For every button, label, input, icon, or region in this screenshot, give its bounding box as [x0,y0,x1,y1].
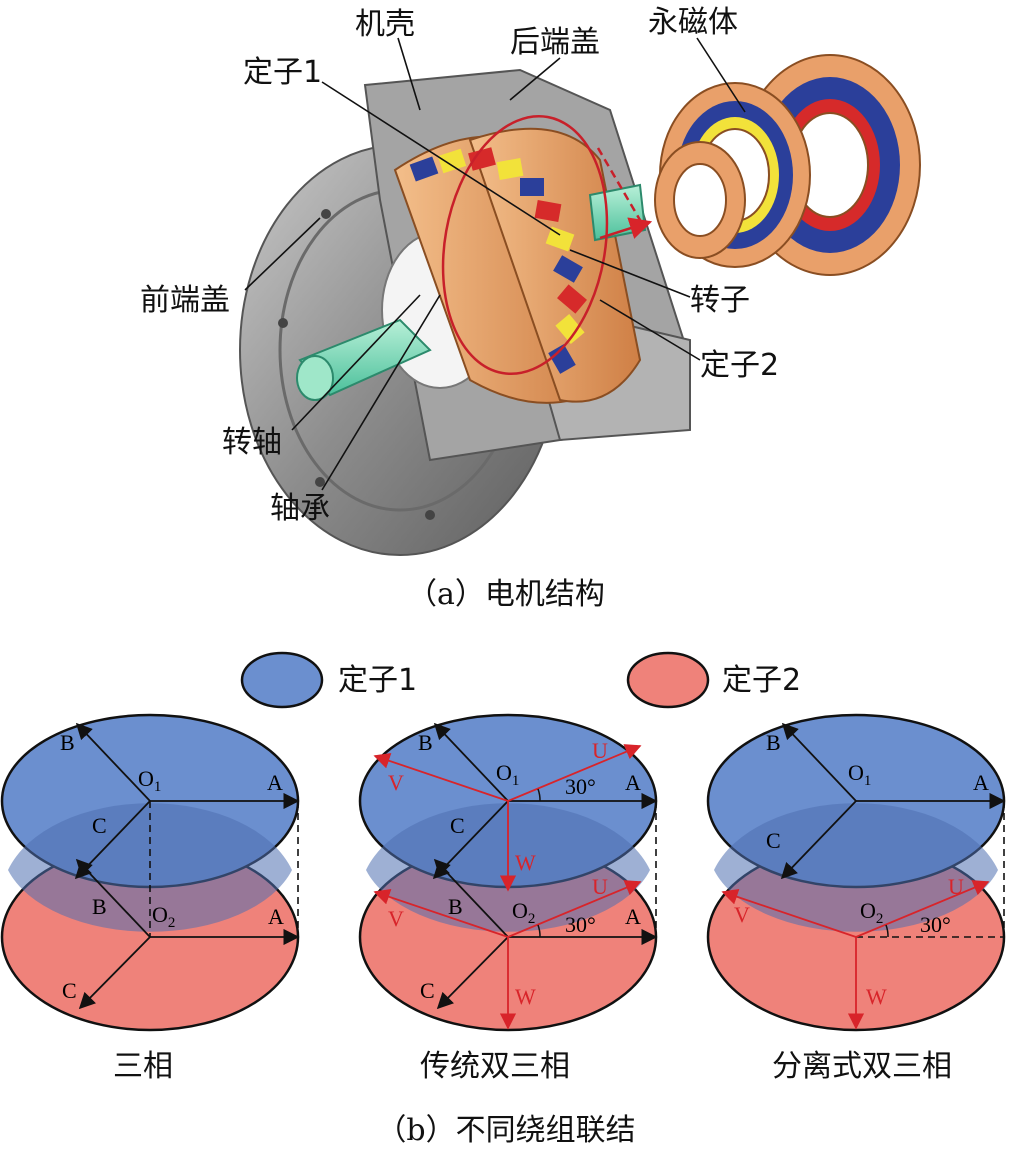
label-rotor: 转子 [690,283,750,318]
motor-illustration [239,54,921,556]
legend-label-stator1: 定子1 [338,663,417,698]
label-housing: 机壳 [355,7,415,42]
vec-label-u1: U [592,738,608,763]
vec-label-b1: B [766,730,781,755]
panel-title-separated-dual: 分离式双三相 [772,1049,952,1084]
vec-label-b1: B [418,730,433,755]
label-front-cover: 前端盖 [140,283,230,318]
legend-swatch-stator1 [240,651,324,709]
legend-swatch-stator2 [626,651,710,709]
panel-traditional-dual: A B C U V W O1 30° A B C U V W O2 30° [358,713,658,1032]
label-shaft: 转轴 [222,425,282,460]
vec-label-o1: O1 [848,760,871,789]
angle-label-2: 30° [920,912,951,937]
vec-label-a2: A [268,904,284,929]
panel-title-traditional-dual: 传统双三相 [420,1049,570,1084]
panel-separated-dual: A B C O1 U V W O2 30° [706,713,1006,1032]
vec-label-c2: C [62,978,77,1003]
vec-label-a1: A [973,770,989,795]
vec-label-o2: O2 [860,898,883,927]
label-magnet: 永磁体 [648,5,738,40]
vec-label-w2: W [866,984,887,1009]
vec-label-a1: A [625,770,641,795]
vec-label-b2: B [92,894,107,919]
magnet-rings [654,54,921,276]
label-bearing: 轴承 [270,491,330,526]
vec-label-a2: A [625,904,641,929]
vec-label-v1: V [388,770,404,795]
panel-title-three-phase: 三相 [113,1049,173,1084]
vec-label-u2: U [592,874,608,899]
angle-label-2: 30° [565,912,596,937]
panel-three-phase: A B C O1 A B C O2 [0,713,300,1032]
rotor-magnets [409,147,587,374]
leader-lines [244,37,746,491]
vec-label-u2: U [948,874,964,899]
vec-label-v2: V [734,902,750,927]
angle-label-1: 30° [565,774,596,799]
vec-label-c1: C [450,813,465,838]
caption-b: （b）不同绕组联结 [376,1113,635,1148]
label-stator2: 定子2 [700,348,779,383]
vec-label-o2: O2 [512,898,535,927]
label-stator1: 定子1 [243,55,322,90]
vec-label-w1: W [515,850,536,875]
vec-label-o2: O2 [152,902,175,931]
vec-label-b1: B [60,730,75,755]
vec-label-o1: O1 [138,766,161,795]
vec-label-c2: C [420,978,435,1003]
legend-label-stator2: 定子2 [722,663,801,698]
vec-label-v2: V [388,906,404,931]
vec-label-o1: O1 [496,760,519,789]
label-rear-cover: 后端盖 [510,25,600,60]
legend: 定子1 定子2 [240,651,801,709]
caption-a: （a）电机结构 [407,577,605,612]
vec-label-c1: C [92,813,107,838]
vec-label-a1: A [267,770,283,795]
vec-label-c1: C [766,828,781,853]
vec-label-b2: B [448,894,463,919]
vec-label-w2: W [515,984,536,1009]
